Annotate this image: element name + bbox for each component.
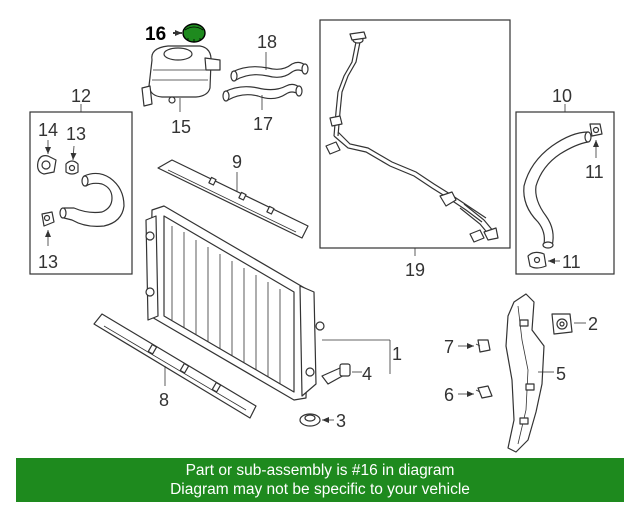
part-11-clamp-upper[interactable]	[589, 123, 603, 137]
part-6-bolt[interactable]	[475, 385, 493, 399]
callout-10[interactable]: 10	[552, 86, 572, 106]
part-17-hose[interactable]	[222, 83, 303, 102]
part-5-side-air-guard[interactable]	[505, 293, 545, 453]
callout-3[interactable]: 3	[336, 411, 346, 431]
part-7-bolt[interactable]	[475, 339, 491, 353]
callout-13a[interactable]: 13	[66, 124, 86, 144]
part-4-drain-plug[interactable]	[321, 363, 351, 385]
callout-12[interactable]: 12	[71, 86, 91, 106]
part-15-coolant-reservoir[interactable]	[141, 45, 221, 107]
part-1-radiator[interactable]	[145, 205, 325, 401]
part-3-insulator[interactable]	[299, 413, 321, 427]
banner-line-1: Part or sub-assembly is #16 in diagram	[185, 462, 455, 479]
callout-11b[interactable]: 11	[562, 252, 581, 272]
callout-1[interactable]: 1	[392, 344, 402, 364]
callout-7[interactable]: 7	[444, 337, 454, 357]
part-9-air-guard[interactable]	[157, 159, 309, 239]
part-16-reservoir-cap[interactable]	[182, 23, 206, 43]
part-10-hose[interactable]	[523, 131, 592, 249]
part-13-clamp-upper[interactable]	[65, 160, 79, 175]
part-14-fitting[interactable]	[37, 155, 57, 175]
callout-16[interactable]: 16	[145, 24, 166, 45]
part-2-bracket[interactable]	[551, 313, 573, 335]
callout-15[interactable]: 15	[171, 117, 191, 137]
parts-diagram: 16 15 18 17 12 14 13	[29, 19, 615, 453]
part-18-hose[interactable]	[230, 61, 309, 82]
group-box-19	[319, 19, 511, 249]
callout-18[interactable]: 18	[257, 32, 277, 52]
part-11-clamp-lower[interactable]	[527, 251, 547, 269]
highlight-banner: Part or sub-assembly is #16 in diagram D…	[16, 458, 624, 502]
part-13-clamp-lower[interactable]	[41, 211, 55, 227]
banner-line-2: Diagram may not be specific to your vehi…	[170, 481, 470, 498]
callout-13a-arrow	[70, 145, 77, 161]
callout-2[interactable]: 2	[588, 314, 598, 334]
callout-6[interactable]: 6	[444, 385, 454, 405]
part-19-tube[interactable]	[325, 31, 499, 243]
callout-9[interactable]: 9	[232, 152, 242, 172]
part-8-lower-air-guard[interactable]	[93, 313, 257, 419]
callout-14[interactable]: 14	[38, 120, 58, 140]
callout-8[interactable]: 8	[159, 390, 169, 410]
callout-19[interactable]: 19	[405, 260, 425, 280]
callout-11a[interactable]: 11	[585, 162, 604, 182]
part-12-hose[interactable]	[59, 172, 125, 227]
callout-13b[interactable]: 13	[38, 252, 58, 272]
callout-5[interactable]: 5	[556, 364, 566, 384]
callout-4[interactable]: 4	[362, 364, 372, 384]
callout-17[interactable]: 17	[253, 114, 273, 134]
